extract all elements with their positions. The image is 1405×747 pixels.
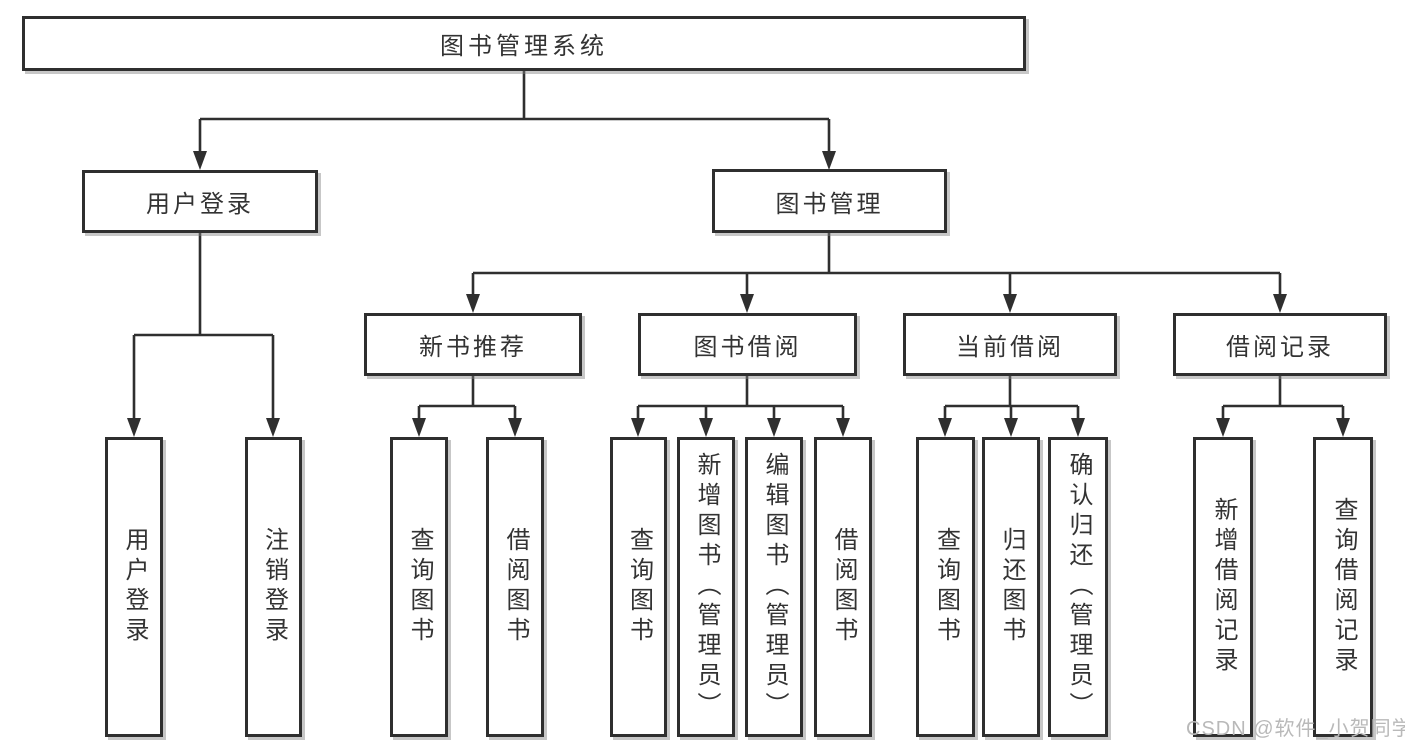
node-current-borrow: 当前借阅: [903, 313, 1117, 376]
node-label: 当前借阅: [956, 334, 1064, 361]
node-label: 归还图书: [998, 527, 1025, 647]
leaf-add-books-admin: 新增图书（管理员）: [677, 437, 735, 737]
node-user-login: 用户登录: [82, 170, 318, 233]
leaf-add-borrow-record: 新增借阅记录: [1193, 437, 1253, 737]
node-label: 借阅记录: [1226, 334, 1334, 361]
leaf-logout: 注销登录: [245, 437, 302, 737]
leaf-query-books-current: 查询图书: [916, 437, 975, 737]
leaf-edit-books-admin: 编辑图书（管理员）: [745, 437, 803, 737]
node-label: 用户登录: [146, 191, 254, 218]
leaf-borrow-books: 借阅图书: [814, 437, 872, 737]
node-library-management-system: 图书管理系统: [22, 16, 1026, 71]
node-label: 注销登录: [260, 527, 288, 647]
leaf-confirm-return-admin: 确认归还（管理员）: [1048, 437, 1108, 737]
node-label: 查询借阅记录: [1330, 497, 1357, 677]
node-label: 查询图书: [406, 527, 433, 647]
node-label: 新增借阅记录: [1210, 497, 1237, 677]
node-label: 新增图书（管理员）: [693, 452, 720, 722]
node-borrow-records: 借阅记录: [1173, 313, 1387, 376]
leaf-borrow-books-recommend: 借阅图书: [486, 437, 544, 737]
node-label: 图书管理: [775, 190, 884, 218]
leaf-query-books-borrow: 查询图书: [610, 437, 667, 737]
node-label: 图书借阅: [693, 334, 802, 361]
node-label: 确认归还（管理员）: [1065, 452, 1092, 722]
node-book-management: 图书管理: [712, 169, 947, 233]
node-new-book-recommend: 新书推荐: [364, 313, 582, 376]
node-label: 新书推荐: [419, 334, 527, 361]
leaf-query-books-recommend: 查询图书: [390, 437, 448, 737]
leaf-query-borrow-record: 查询借阅记录: [1313, 437, 1373, 737]
node-label: 查询图书: [625, 527, 653, 647]
node-label: 借阅图书: [830, 527, 857, 647]
watermark: CSDN @软件_小贺同学: [1186, 718, 1405, 740]
node-label: 查询图书: [932, 527, 960, 647]
node-label: 用户登录: [121, 527, 148, 647]
leaf-return-books: 归还图书: [982, 437, 1040, 737]
leaf-user-login: 用户登录: [105, 437, 163, 737]
node-label: 图书管理系统: [440, 33, 608, 60]
node-label: 借阅图书: [502, 527, 529, 647]
node-label: 编辑图书（管理员）: [761, 452, 788, 722]
node-book-borrow: 图书借阅: [638, 313, 857, 376]
